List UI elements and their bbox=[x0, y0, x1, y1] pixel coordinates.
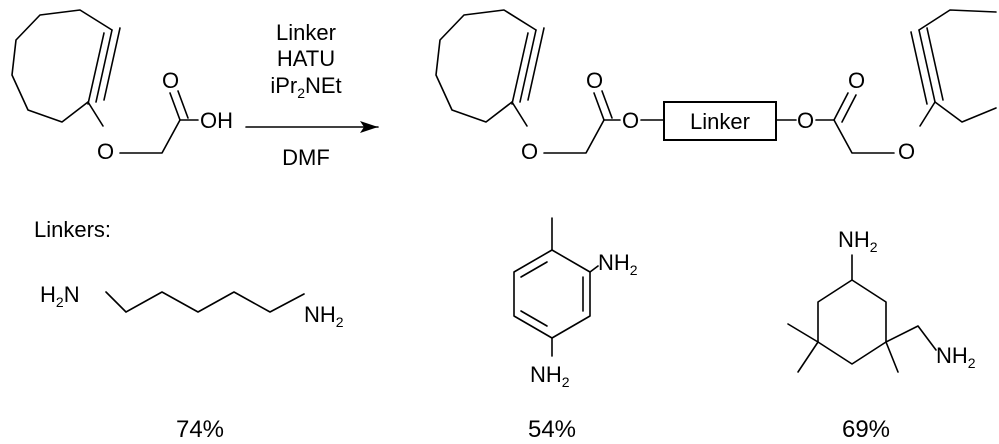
amine-nh2-para: NH2 bbox=[530, 362, 570, 390]
reagent-base: iPr2NEt bbox=[270, 73, 341, 101]
cyclohexane-ring bbox=[817, 279, 887, 365]
reactant-ring bbox=[11, 9, 113, 123]
linker-hexanediamine: H2N NH2 bbox=[40, 282, 344, 330]
reactant-o-bond bbox=[87, 101, 104, 127]
linker-box-label: Linker bbox=[690, 109, 750, 134]
linkers-heading: Linkers: bbox=[34, 217, 111, 242]
amine-nh2-aminomethyl: NH2 bbox=[936, 343, 976, 371]
linker-diaminotoluene: NH2 NH2 bbox=[513, 217, 638, 390]
product-ether-o-right: O bbox=[898, 139, 915, 164]
reactant-carbonyl-o: O bbox=[162, 68, 179, 93]
reagent-hatu: HATU bbox=[277, 46, 335, 71]
arrow-head bbox=[360, 121, 378, 133]
reagent-solvent: DMF bbox=[282, 145, 330, 170]
product-carbonyl-o-left: O bbox=[586, 68, 603, 93]
yield-hexanediamine: 74% bbox=[176, 416, 224, 443]
reactant-alkyne bbox=[95, 29, 113, 103]
reactant-oh: OH bbox=[200, 108, 233, 133]
yield-diaminotoluene: 54% bbox=[528, 416, 576, 443]
product-ether-o-left: O bbox=[521, 139, 538, 164]
amine-h2n: H2N bbox=[40, 282, 80, 310]
reagent-linker: Linker bbox=[276, 20, 336, 45]
linker-isophoronediamine: NH2 NH2 bbox=[787, 227, 976, 373]
amine-nh2-top: NH2 bbox=[838, 227, 878, 255]
product-ester-o-left: O bbox=[622, 108, 639, 133]
hexane-chain bbox=[105, 291, 305, 313]
product-carbonyl-o-right: O bbox=[848, 68, 865, 93]
yield-isophoronediamine: 69% bbox=[842, 416, 890, 443]
linker-box bbox=[663, 101, 777, 141]
reaction-conditions: Linker HATU iPr2NEt DMF bbox=[245, 20, 379, 170]
product-bis-ester: O O O Linker O O O bbox=[435, 9, 997, 164]
reactant-cyclooctyne-acid: O O OH bbox=[11, 9, 233, 164]
amine-nh2-ortho: NH2 bbox=[598, 250, 638, 278]
benzene-ring bbox=[513, 249, 591, 339]
reactant-ch2 bbox=[119, 119, 181, 154]
reactant-ether-o: O bbox=[97, 139, 114, 164]
amine-nh2-end: NH2 bbox=[304, 302, 344, 330]
product-ester-o-right: O bbox=[797, 108, 814, 133]
